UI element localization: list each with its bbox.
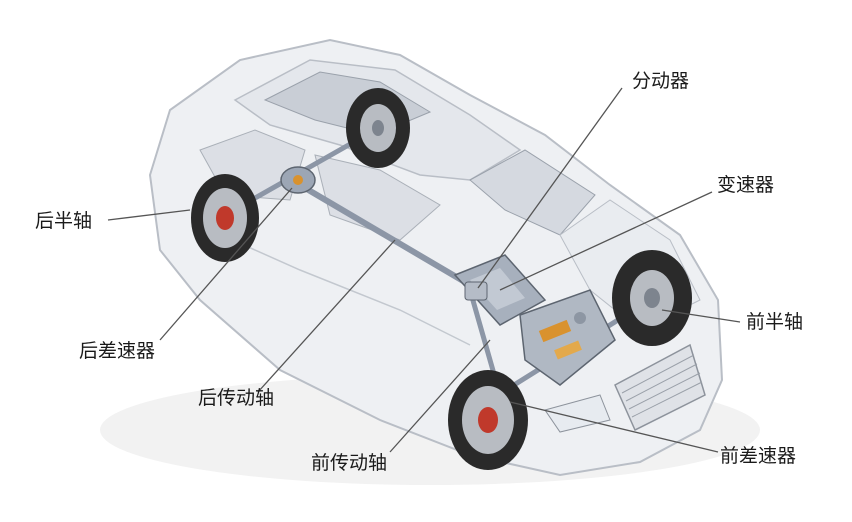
label-front-drive-shaft: 前传动轴 [311,452,388,474]
leader-front-half-shaft [661,309,741,323]
label-front-half-shaft: 前半轴 [746,311,804,333]
label-transmission: 变速器 [717,174,775,196]
leader-rear-differential [159,187,293,341]
front-grille [614,343,706,432]
windshield [469,149,596,236]
side-window-front [314,154,441,241]
leader-front-differential [509,401,719,453]
label-rear-differential: 后差速器 [79,340,156,362]
leader-transfer-case [477,87,623,289]
leader-front-drive-shaft [389,339,491,453]
label-rear-drive-shaft: 后传动轴 [198,387,275,409]
wheel-front-right [612,250,692,346]
leader-rear-half-shaft [107,209,191,221]
label-rear-half-shaft: 后半轴 [35,210,93,232]
label-front-differential: 前差速器 [720,445,797,467]
engine-block [519,289,616,386]
leader-rear-drive-shaft [257,239,396,393]
wheel-rear-left [191,174,259,262]
rear-drive-shaft [297,182,473,288]
wheel-front-left [448,370,528,470]
leader-transmission [499,191,713,291]
label-transfer-case: 分动器 [632,70,690,92]
transfer-case-unit [464,281,488,301]
rear-differential-unit [280,166,316,194]
wheel-rear-right [346,88,410,168]
